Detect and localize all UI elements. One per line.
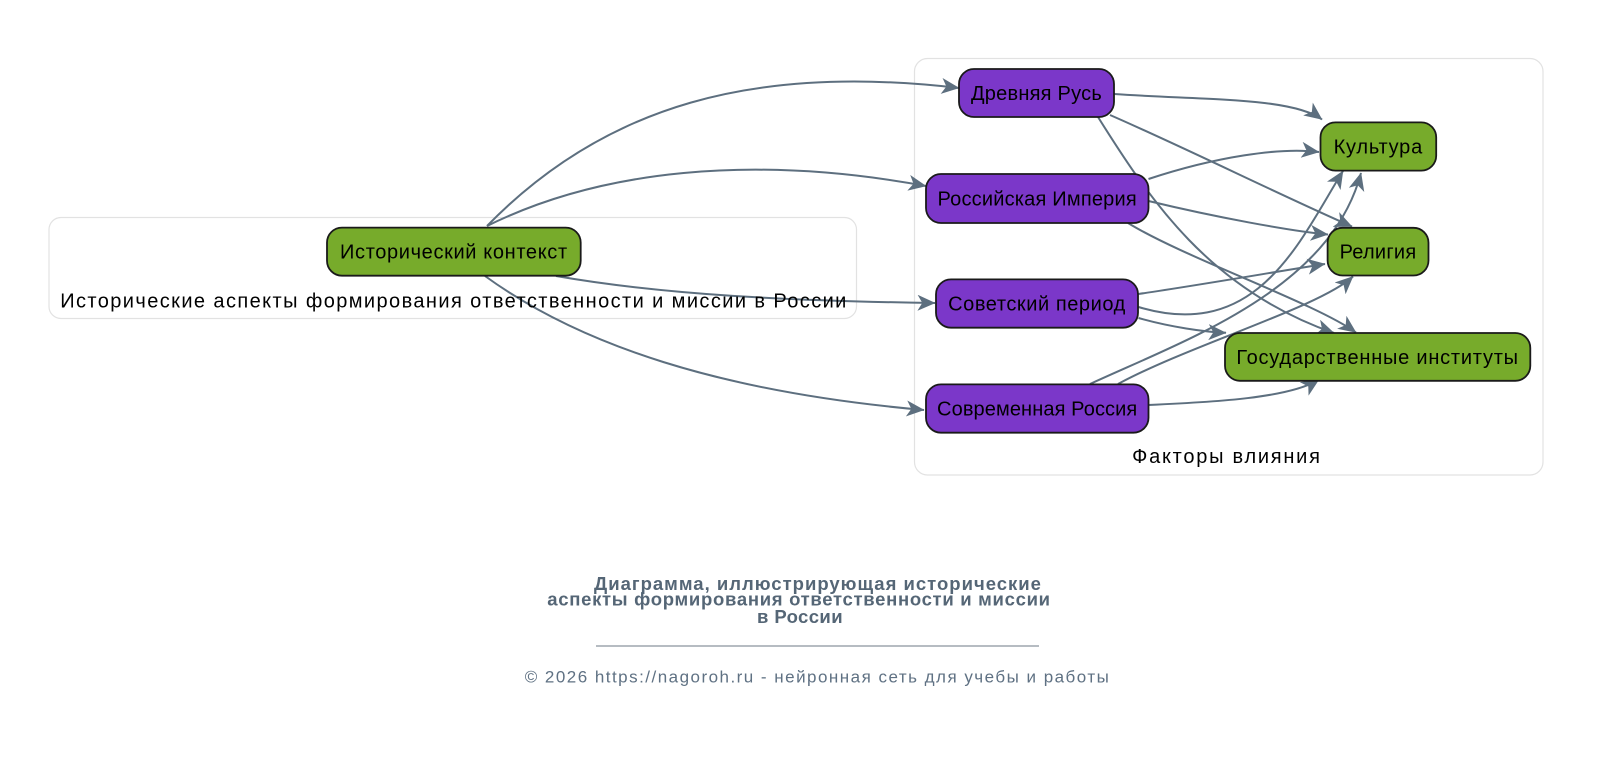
svg-text:Исторический контекст: Исторический контекст: [340, 242, 568, 264]
svg-text:Религия: Религия: [1340, 242, 1417, 264]
svg-text:в России: в России: [757, 606, 843, 627]
svg-text:© 2026 https://nagoroh.ru - не: © 2026 https://nagoroh.ru - нейронная се…: [525, 668, 1111, 687]
svg-text:Государственные институты: Государственные институты: [1236, 347, 1518, 369]
svg-text:Российская Империя: Российская Империя: [937, 189, 1136, 211]
svg-text:аспекты формирования ответстве: аспекты формирования ответственности и м…: [547, 589, 1050, 610]
svg-text:Современная Россия: Современная Россия: [937, 399, 1137, 421]
svg-text:Советский период: Советский период: [948, 294, 1126, 316]
svg-text:Культура: Культура: [1334, 137, 1423, 159]
svg-text:Диаграмма, иллюстрирующая исто: Диаграмма, иллюстрирующая исторические: [594, 573, 1042, 594]
svg-text:Факторы влияния: Факторы влияния: [1132, 446, 1322, 468]
svg-text:Исторические аспекты формирова: Исторические аспекты формирования ответс…: [60, 291, 848, 313]
svg-text:Древняя Русь: Древняя Русь: [971, 83, 1102, 105]
